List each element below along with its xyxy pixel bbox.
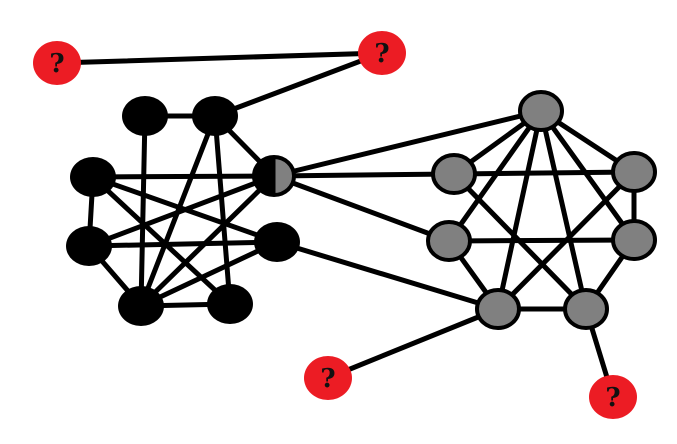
edge-unknown-tc-black-b2 xyxy=(212,50,385,119)
gray-node xyxy=(563,288,609,330)
unknown-node-circle xyxy=(589,375,637,419)
unknown-node-circle xyxy=(33,41,81,85)
gray-cluster xyxy=(426,90,657,330)
black-node xyxy=(207,284,253,324)
black-node xyxy=(118,286,164,326)
edge-b3-b8 xyxy=(90,174,233,307)
edge-b7-b6 xyxy=(138,239,280,309)
unknown-node-circle xyxy=(358,31,406,75)
black-node xyxy=(254,222,300,262)
edge-b1-b7 xyxy=(138,113,148,309)
edge-split-g4 xyxy=(271,173,452,244)
unknown-node-label: ? xyxy=(605,383,620,413)
edge-g4-g5 xyxy=(446,237,637,244)
black-node xyxy=(66,226,112,266)
split-node xyxy=(252,155,296,197)
unknown-node-label: ? xyxy=(49,49,64,79)
unknown-node: ? xyxy=(33,41,81,85)
gray-node xyxy=(611,151,657,193)
edge-b7-split xyxy=(138,173,277,309)
edge-b6-g6 xyxy=(274,239,501,312)
edge-split-g1 xyxy=(271,108,544,179)
gray-node xyxy=(518,90,564,132)
edge-b3-split xyxy=(90,173,277,180)
unknown-node-label: ? xyxy=(374,39,389,69)
edge-g1-g7 xyxy=(538,108,589,312)
gray-node xyxy=(475,288,521,330)
edge-g1-g5 xyxy=(538,108,637,243)
unknown-node-circle xyxy=(304,356,352,400)
edge-b2-b8 xyxy=(212,113,233,307)
black-node xyxy=(192,96,238,136)
edge-unknown-tl-unknown-tc xyxy=(54,50,385,66)
edge-g2-g3 xyxy=(451,169,637,177)
black-node xyxy=(70,157,116,197)
unknown-node: ? xyxy=(358,31,406,75)
unknown-nodes: ? ? ? ? xyxy=(33,31,637,419)
edge-b5-b6 xyxy=(86,239,280,249)
edge-g1-g6 xyxy=(495,108,544,312)
gray-node xyxy=(611,219,657,261)
unknown-node-label: ? xyxy=(320,364,335,394)
edge-g6-unknown-bl xyxy=(325,306,501,381)
unknown-node: ? xyxy=(304,356,352,400)
edge-split-g2 xyxy=(271,171,457,179)
black-node xyxy=(122,96,168,136)
gray-node xyxy=(431,153,477,195)
black-cluster xyxy=(66,96,300,326)
gray-node xyxy=(426,220,472,262)
unknown-node: ? xyxy=(589,375,637,419)
edge-b5-split xyxy=(86,173,277,249)
